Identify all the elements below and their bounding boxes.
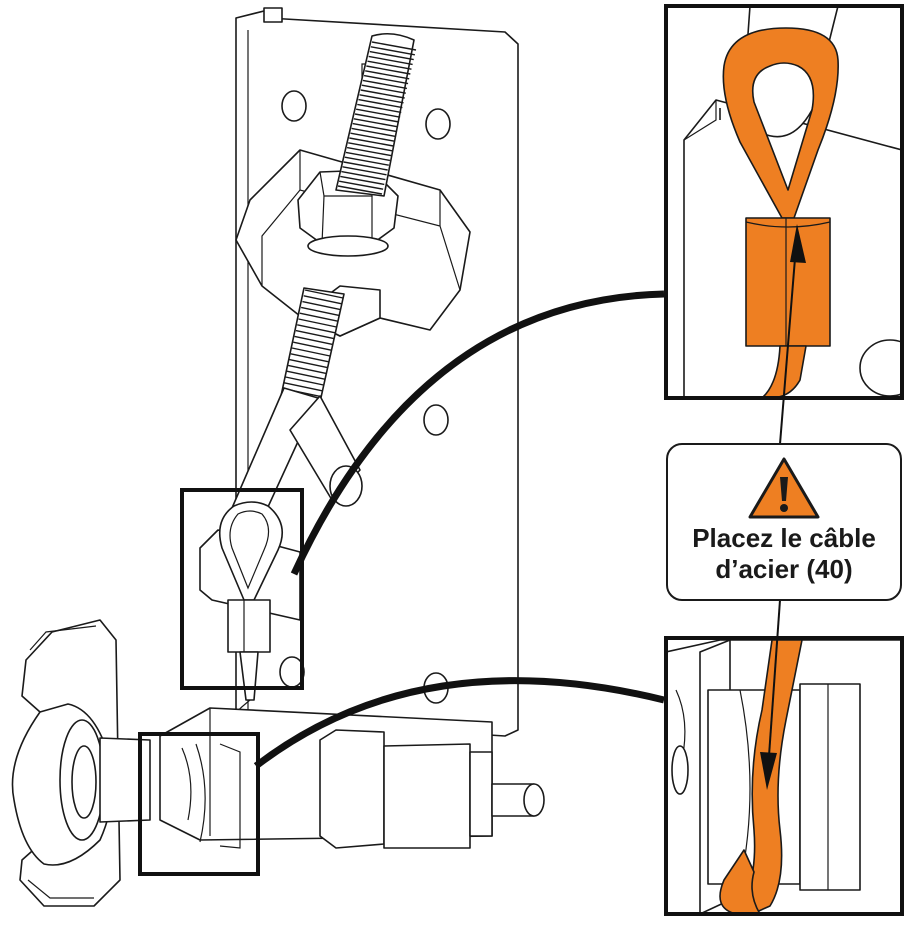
rod-thread (345, 151, 391, 162)
rod-thread (298, 318, 337, 328)
rod-thread (362, 79, 408, 90)
detail-frame-lower (138, 732, 260, 876)
rod-thread (358, 98, 403, 109)
rod-thread (361, 84, 406, 94)
rod-thread (342, 166, 387, 176)
zoom-inset-thimble (664, 4, 904, 400)
rod-thread (294, 335, 333, 346)
wing-knob (11, 619, 151, 907)
rod-thread (344, 156, 389, 166)
rod-thread (293, 341, 332, 351)
callout-line-2: d’acier (40) (715, 554, 853, 584)
rod-thread (360, 89, 405, 99)
rod-thread (303, 295, 342, 305)
plate-hole (425, 108, 451, 140)
arrow-down-head (760, 752, 777, 790)
warning-triangle-icon (748, 457, 820, 519)
rod-thread (367, 60, 412, 70)
cable-ferrule (227, 599, 271, 653)
plate-hole (423, 404, 449, 436)
rod-thread (287, 364, 327, 375)
rod-thread (343, 161, 388, 171)
rod-thread (297, 324, 336, 334)
rod-thread (302, 300, 341, 311)
connector-arc-lower (253, 677, 665, 769)
connector-arc-upper (290, 290, 665, 576)
rod-thread (359, 94, 404, 104)
zoom-inset-shaft (664, 636, 904, 916)
rod-thread (284, 382, 323, 392)
rod-thread (348, 142, 393, 152)
rod-thread (368, 55, 413, 66)
rod-thread (285, 376, 324, 386)
rod-thread (363, 74, 409, 85)
arrow-up-head (790, 224, 806, 263)
plate-hole (281, 90, 307, 122)
rod-thread (354, 113, 400, 123)
callout-arrows (760, 224, 806, 790)
inset-ferrule (745, 217, 831, 347)
shaft-assembly (159, 707, 545, 849)
rod-thread (341, 170, 386, 181)
rod-thread (340, 175, 385, 186)
callout-line-1: Placez le câble (692, 523, 876, 553)
rod-thread (366, 65, 411, 75)
rod-thread (339, 180, 384, 190)
rod-thread (291, 347, 331, 357)
rod-thread (369, 50, 414, 61)
warning-callout: Placez le câble d’acier (40) (666, 443, 902, 601)
rod-thread (300, 306, 340, 317)
rod-thread (365, 70, 410, 80)
rod-thread (356, 108, 401, 118)
rod-thread (290, 353, 329, 363)
detail-frame-upper (180, 488, 304, 690)
rod-thread (286, 370, 325, 380)
rod-thread (350, 132, 395, 142)
rod-thread (304, 289, 344, 299)
rod-thread (370, 46, 415, 56)
rod-thread (351, 127, 396, 138)
rod-thread (371, 41, 417, 51)
rod-thread (337, 185, 383, 195)
rod-thread (349, 137, 394, 147)
rod-thread (352, 122, 397, 133)
rod-thread (295, 329, 335, 340)
rod-thread (357, 103, 402, 114)
rod-thread (346, 146, 392, 157)
rod-thread (353, 118, 398, 128)
rod-thread (289, 358, 328, 369)
rod-thread (299, 312, 338, 322)
